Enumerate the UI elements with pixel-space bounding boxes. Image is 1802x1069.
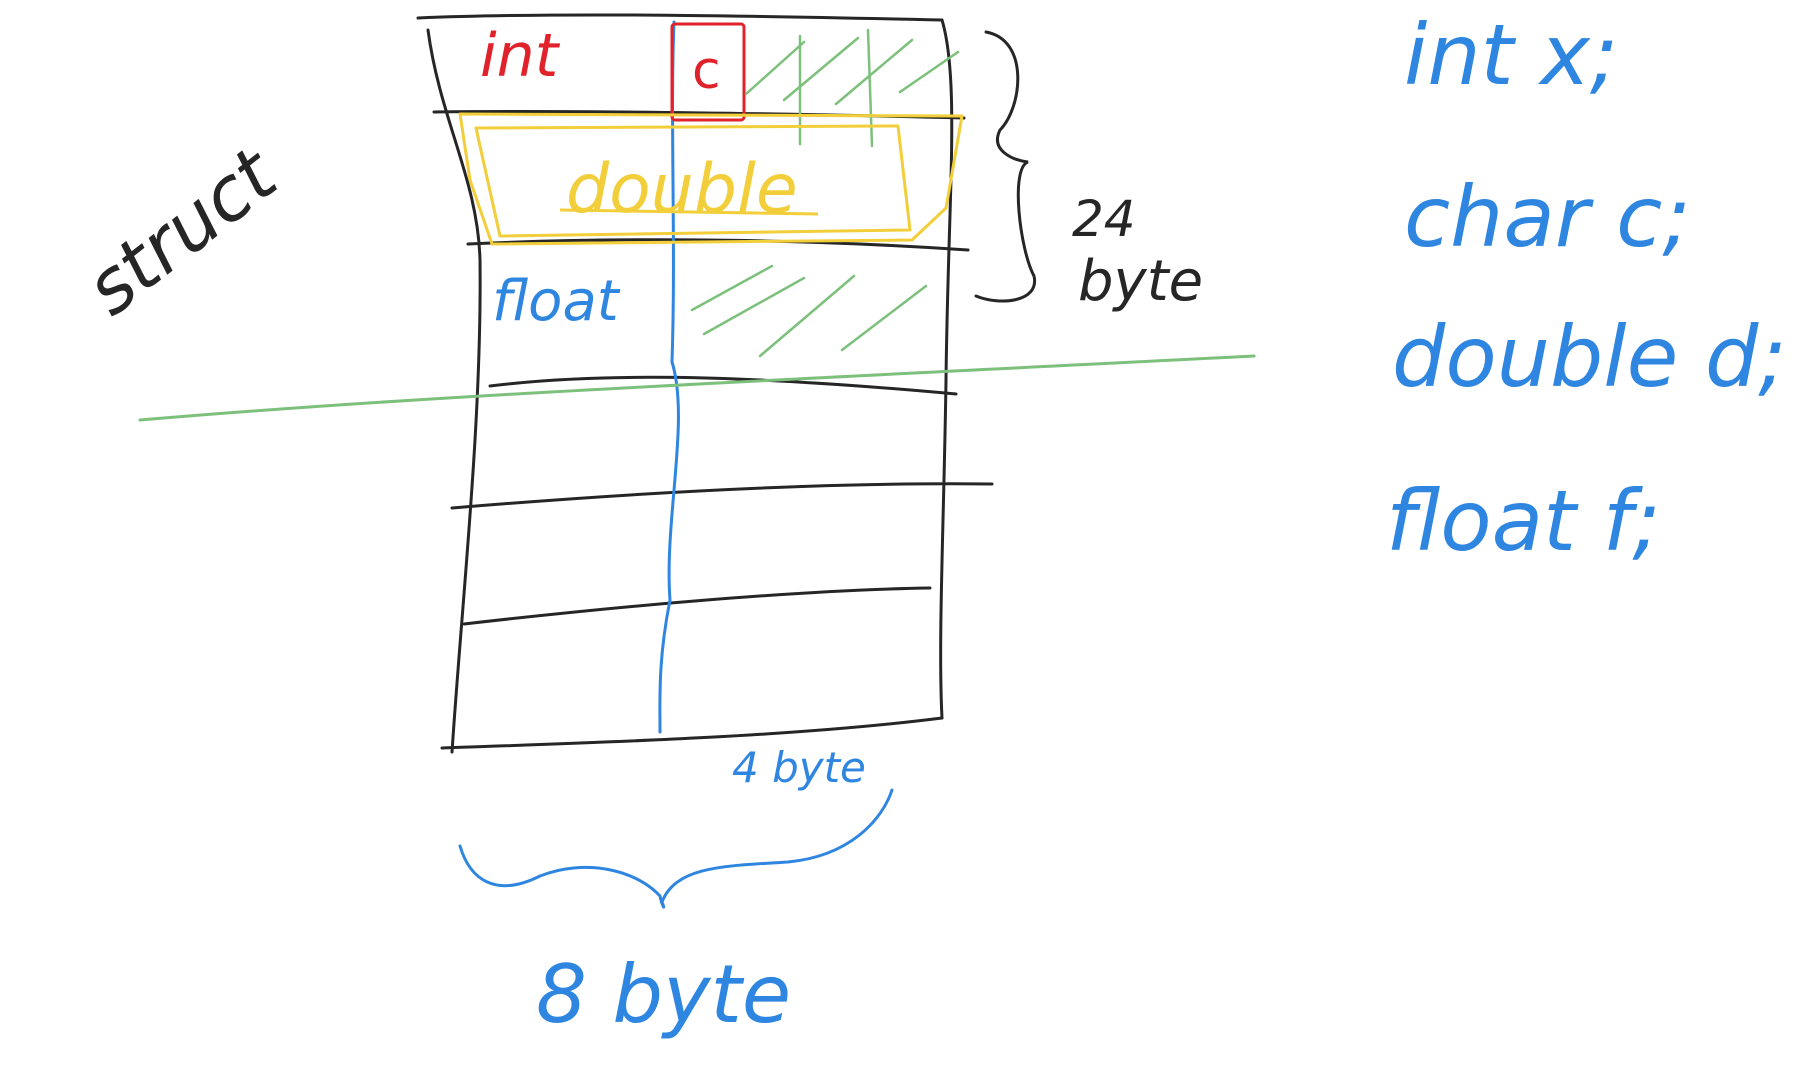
cell-label-char: c	[692, 41, 721, 101]
padding-hatch-row3	[690, 264, 928, 358]
double-highlight	[458, 112, 964, 246]
code-line-char: char c;	[1404, 168, 1691, 266]
brace-8-byte	[458, 788, 894, 909]
cell-label-int: int	[480, 21, 561, 91]
table-top-edge	[416, 13, 944, 22]
size-row-label: 8 byte	[536, 948, 791, 1041]
padding-hatch-row1	[744, 28, 960, 148]
table-left-edge	[426, 28, 482, 754]
separator-line	[138, 354, 1256, 422]
char-cell-box	[670, 22, 746, 122]
cell-label-float: float	[492, 269, 621, 334]
size-total-value: 24	[1072, 190, 1136, 248]
row-line-6	[440, 716, 944, 750]
struct-label: struct	[70, 130, 294, 332]
row-line-3	[488, 375, 958, 396]
table-right-edge	[939, 18, 954, 720]
code-declarations: int x; char c; double d; float f;	[1386, 6, 1787, 570]
code-line-int: int x;	[1404, 6, 1618, 104]
code-line-float: float f;	[1386, 472, 1661, 570]
code-line-double: double d;	[1392, 308, 1787, 406]
brace-24-byte	[974, 30, 1036, 303]
half-divider-line	[658, 20, 680, 734]
size-half-label: 4 byte	[732, 743, 866, 792]
row-line-4	[450, 482, 994, 510]
row-line-5	[462, 586, 932, 626]
size-total-unit: byte	[1078, 249, 1203, 314]
cell-label-double: double	[566, 150, 798, 229]
